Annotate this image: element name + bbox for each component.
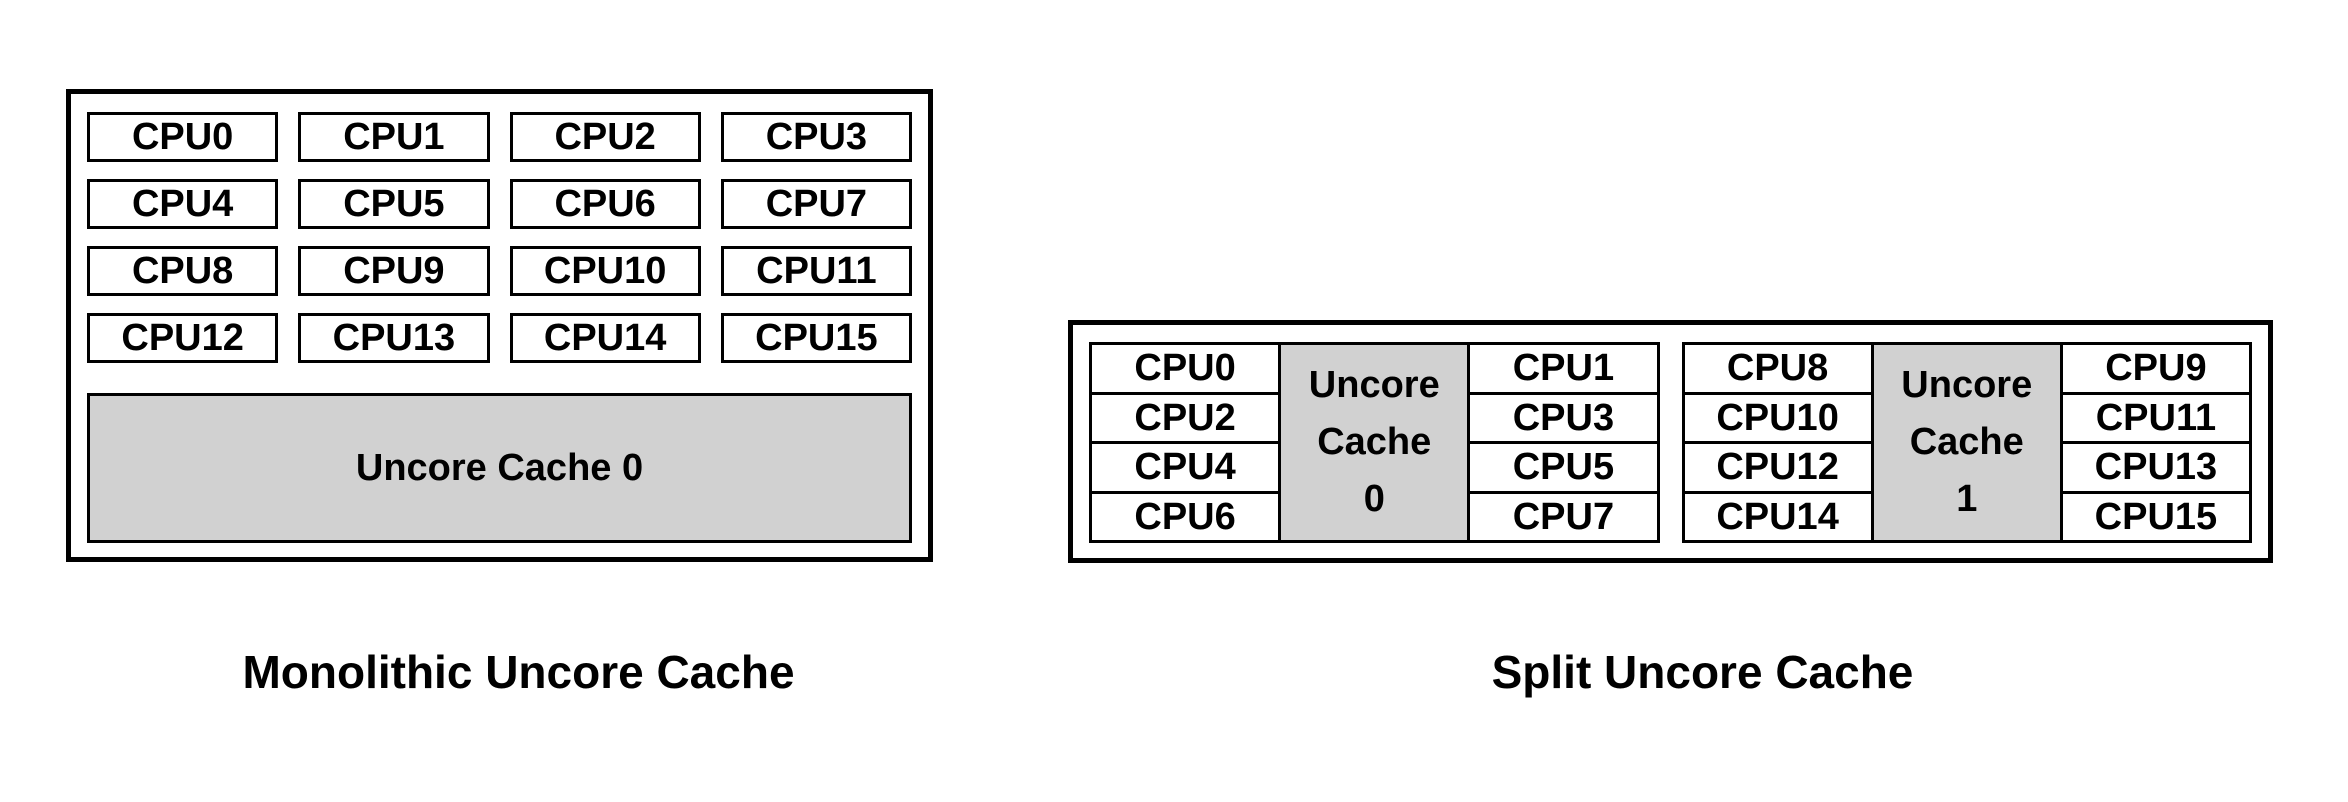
cpu-box-6: CPU6 (509, 179, 701, 229)
split-cluster-1: CPU8 CPU10 CPU12 CPU14 Uncore Cache 1 CP… (1681, 342, 2253, 543)
cluster-0-right-cpu-column: CPU1 CPU3 CPU5 CPU7 (1467, 342, 1660, 543)
uncore-cache-label-line: 1 (1956, 478, 1978, 520)
cpu-cell-6: CPU6 (1134, 495, 1236, 538)
cpu-cell-0: CPU0 (1092, 345, 1279, 395)
cpu-cell-1: CPU1 (1470, 345, 1657, 395)
cpu-cell-11: CPU11 (2062, 395, 2250, 444)
cpu-box-1: CPU1 (298, 112, 490, 162)
cpu-cell-7: CPU7 (1512, 495, 1615, 538)
cpu-cell-10: CPU10 (1684, 395, 1871, 444)
uncore-cache-0-box: Uncore Cache 0 (87, 393, 912, 543)
cpu-cell-5: CPU5 (1470, 444, 1657, 494)
cpu-cell-3: CPU3 (1470, 395, 1657, 444)
cpu-cell-9: CPU9 (2062, 345, 2250, 395)
cpu-box-3: CPU3 (720, 112, 912, 162)
cpu-box-7: CPU7 (720, 179, 912, 229)
cluster-1-right-cpu-column: CPU9 CPU11 CPU13 CPU15 (2059, 342, 2253, 543)
monolithic-cpu-grid: CPU0 CPU1 CPU2 CPU3 CPU4 CPU5 CPU6 CPU7 … (87, 112, 912, 363)
uncore-cache-0-split-box: Uncore Cache 0 (1278, 342, 1471, 543)
cpu-box-15: CPU15 (720, 313, 912, 363)
uncore-cache-label-line: Uncore (1901, 364, 2033, 406)
cpu-box-14: CPU14 (509, 313, 701, 363)
cpu-box-8: CPU8 (87, 246, 279, 296)
split-cluster-0: CPU0 CPU2 CPU4 CPU6 Uncore Cache 0 CPU1 … (1089, 342, 1660, 543)
cpu-box-2: CPU2 (509, 112, 701, 162)
cpu-box-9: CPU9 (298, 246, 490, 296)
split-diagram-box: CPU0 CPU2 CPU4 CPU6 Uncore Cache 0 CPU1 … (1068, 320, 2273, 563)
cpu-cell-14: CPU14 (1716, 495, 1839, 538)
cpu-box-5: CPU5 (298, 179, 490, 229)
cpu-box-13: CPU13 (298, 313, 490, 363)
cpu-cell-2: CPU2 (1092, 395, 1279, 444)
uncore-cache-label-line: 0 (1363, 478, 1385, 520)
monolithic-diagram-box: CPU0 CPU1 CPU2 CPU3 CPU4 CPU5 CPU6 CPU7 … (66, 89, 933, 562)
monolithic-caption: Monolithic Uncore Cache (242, 646, 795, 698)
cpu-box-0: CPU0 (87, 112, 279, 162)
cpu-cell-4: CPU4 (1092, 444, 1279, 494)
uncore-cache-label-line: Cache (1909, 421, 2024, 463)
cluster-0-left-cpu-column: CPU0 CPU2 CPU4 CPU6 (1089, 342, 1282, 543)
cpu-cell-13: CPU13 (2062, 444, 2250, 494)
cpu-cell-12: CPU12 (1684, 444, 1871, 494)
cpu-cell-8: CPU8 (1684, 345, 1871, 395)
uncore-cache-label-line: Uncore (1308, 364, 1440, 406)
cpu-box-11: CPU11 (720, 246, 912, 296)
uncore-cache-1-split-box: Uncore Cache 1 (1870, 342, 2063, 543)
uncore-cache-label-line: Cache (1317, 421, 1432, 463)
cluster-1-left-cpu-column: CPU8 CPU10 CPU12 CPU14 (1681, 342, 1874, 543)
cpu-box-12: CPU12 (87, 313, 279, 363)
cpu-box-4: CPU4 (87, 179, 279, 229)
split-caption: Split Uncore Cache (1491, 646, 1914, 698)
cpu-cell-15: CPU15 (2094, 495, 2218, 538)
cpu-box-10: CPU10 (509, 246, 701, 296)
